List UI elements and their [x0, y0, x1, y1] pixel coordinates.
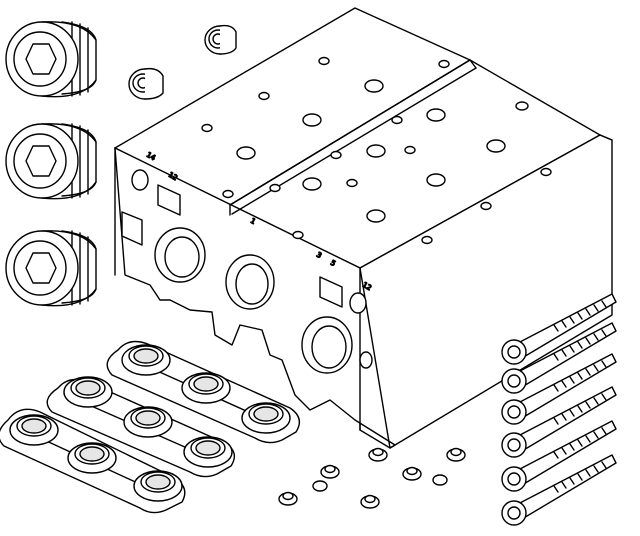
seal-ring — [181, 372, 231, 404]
seal-rings — [9, 344, 291, 502]
small-seal — [360, 494, 380, 509]
port-1-bore — [154, 227, 206, 283]
socket-screw — [501, 293, 617, 365]
socket-screw — [501, 454, 617, 526]
small-seal — [320, 464, 340, 479]
seal-ring — [9, 414, 59, 446]
socket-screw — [501, 322, 617, 394]
socket-screws — [501, 293, 617, 526]
small-seal — [368, 447, 388, 462]
small-seal — [432, 474, 448, 486]
seal-ring — [123, 406, 173, 438]
small-seals — [278, 447, 466, 509]
manifold-block: 14 12 1 3 5 12 — [114, 7, 613, 449]
small-seal — [402, 466, 422, 481]
port-3-bore — [301, 316, 353, 374]
small-plug — [204, 24, 237, 55]
small-seal — [278, 491, 298, 506]
seal-ring — [183, 436, 233, 468]
small-seal — [312, 480, 328, 492]
large-plug — [5, 123, 97, 200]
seal-ring — [63, 376, 113, 408]
module-seam — [229, 59, 471, 206]
large-plug — [5, 21, 97, 98]
port-2-bore — [225, 254, 275, 310]
manifold-front-ports — [121, 169, 373, 374]
seal-ring — [67, 442, 117, 474]
manifold-top-holes — [201, 56, 552, 245]
socket-screw — [501, 420, 617, 492]
small-plug — [128, 67, 164, 100]
port-label-5-front: 5 — [329, 259, 337, 268]
socket-screw — [501, 386, 617, 458]
port-label-3-front: 3 — [315, 251, 323, 260]
socket-screw — [501, 353, 617, 425]
seal-ring — [133, 470, 183, 502]
small-seal — [446, 447, 466, 462]
large-plug — [5, 230, 97, 307]
port-label-1-front: 1 — [249, 217, 257, 226]
seal-ring — [121, 344, 171, 376]
seal-ring — [241, 402, 291, 434]
